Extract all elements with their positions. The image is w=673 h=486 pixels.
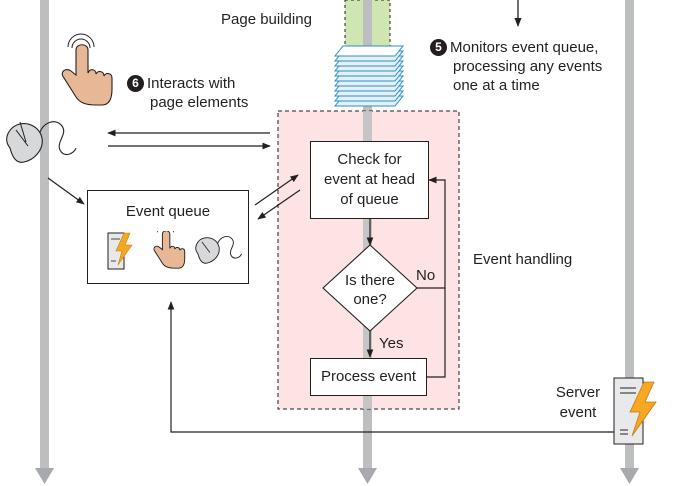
decision-line-1: Is there xyxy=(344,272,396,289)
check-queue-box: Check for event at head of queue xyxy=(310,141,429,219)
arrow-check-to-queue xyxy=(257,189,301,220)
timeline-lane-right xyxy=(620,0,639,484)
hand-tap-icon xyxy=(61,33,113,106)
queue-hand-icon xyxy=(153,231,186,269)
server-event-line-1: Server xyxy=(555,384,601,401)
check-line-3: of queue xyxy=(340,191,399,208)
event-queue-box: Event queue xyxy=(87,190,249,284)
mouse-icon xyxy=(6,121,77,163)
server-lightning-icon xyxy=(613,377,657,445)
server-event-line-2: event xyxy=(559,404,597,421)
yes-label: Yes xyxy=(379,335,404,352)
arrow-queue-to-check xyxy=(254,174,299,206)
arrow-mouse-to-queue xyxy=(47,177,85,205)
check-line-1: Check for xyxy=(337,151,402,168)
monitor-line-1: Monitors event queue, xyxy=(450,39,599,56)
no-label: No xyxy=(416,267,436,284)
queue-mouse-icon xyxy=(195,236,242,264)
monitor-line-3: one at a time xyxy=(453,77,540,94)
step-6-badge: 6 xyxy=(127,75,144,92)
interact-line-2: page elements xyxy=(150,94,249,111)
event-queue-label: Event queue xyxy=(125,203,211,220)
stacked-pages-icon xyxy=(333,45,405,107)
monitor-line-2: processing any events xyxy=(453,58,603,75)
loop-no xyxy=(417,176,446,289)
queue-server-icon xyxy=(107,232,133,270)
step-5-badge: 5 xyxy=(430,39,447,56)
queue-icons xyxy=(107,231,242,270)
timeline-lane-left xyxy=(35,0,54,484)
check-line-2: event at head xyxy=(324,171,415,188)
decision-line-2: one? xyxy=(353,291,387,308)
process-event-label: Process event xyxy=(320,368,417,385)
arrow-server-to-queue xyxy=(167,301,614,433)
loop-after-process xyxy=(427,288,446,378)
event-handling-label: Event handling xyxy=(473,251,573,268)
page-building-label: Page building xyxy=(221,11,312,28)
interact-line-1: Interacts with xyxy=(147,75,236,92)
process-event-box: Process event xyxy=(310,358,427,396)
